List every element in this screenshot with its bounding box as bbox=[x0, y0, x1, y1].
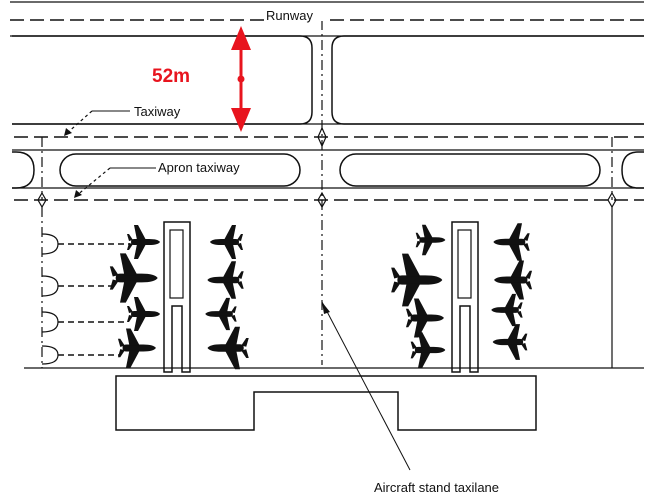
runway-label: Runway bbox=[266, 8, 313, 23]
aircraft-group bbox=[109, 223, 533, 370]
aircraft-icon bbox=[207, 326, 249, 370]
aircraft-icon bbox=[210, 225, 243, 259]
separation-label: 52m bbox=[152, 66, 190, 87]
aircraft-icon bbox=[127, 225, 160, 259]
grass-areas bbox=[12, 35, 644, 125]
aircraft-icon bbox=[127, 297, 160, 331]
pier-right bbox=[451, 221, 479, 373]
pier-left bbox=[163, 221, 191, 373]
stand-taxilane-label: Aircraft stand taxilane bbox=[374, 480, 499, 495]
separation-dimension bbox=[231, 26, 251, 132]
aircraft-icon bbox=[494, 260, 533, 300]
stand-lead-lines bbox=[41, 233, 130, 365]
aircraft-icon bbox=[492, 324, 528, 360]
taxiway-label: Taxiway bbox=[134, 104, 181, 119]
aircraft-icon bbox=[391, 253, 443, 307]
aircraft-icon bbox=[109, 253, 158, 303]
apron-taxiway bbox=[12, 187, 644, 201]
aircraft-icon bbox=[491, 293, 523, 327]
aircraft-icon bbox=[493, 223, 530, 261]
runway bbox=[10, 1, 644, 37]
aircraft-icon bbox=[207, 261, 244, 299]
connectors bbox=[37, 20, 617, 365]
aircraft-icon bbox=[205, 297, 237, 331]
taxiway-islands bbox=[12, 151, 644, 189]
label-leaders bbox=[64, 110, 411, 471]
apron bbox=[24, 207, 644, 369]
apron-taxiway-label: Apron taxiway bbox=[158, 160, 240, 175]
terminal-building bbox=[115, 375, 537, 431]
aircraft-icon bbox=[415, 224, 446, 256]
taxiway bbox=[12, 123, 644, 151]
aircraft-icon bbox=[117, 328, 156, 368]
aircraft-icon bbox=[405, 298, 444, 338]
